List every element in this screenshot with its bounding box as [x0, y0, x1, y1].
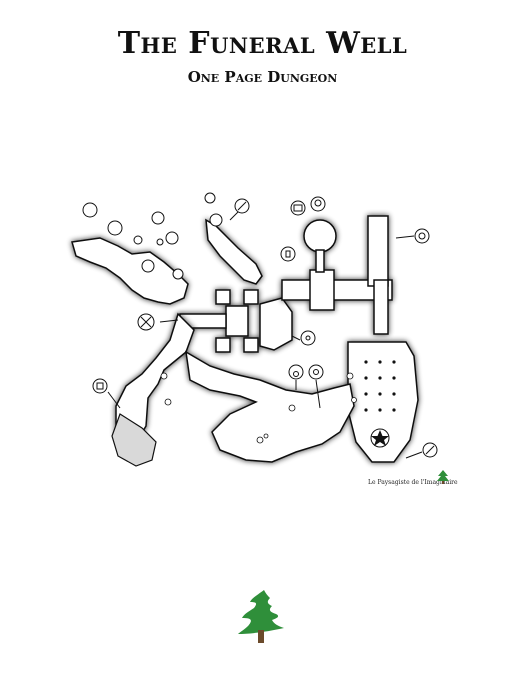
- page-title: The Funeral Well: [117, 26, 408, 61]
- bones-icon: [137, 313, 179, 331]
- credit-text: Le Paysagiste de l'Imaginaire: [368, 479, 458, 486]
- axe-icon: [229, 198, 250, 221]
- tree-logo-icon: [238, 590, 284, 643]
- shovel-icon: [405, 442, 438, 459]
- potion-icon: [288, 364, 304, 390]
- great-hall: [347, 341, 419, 463]
- treasure-chest-icon: [290, 200, 306, 216]
- moon-icon: [209, 213, 223, 227]
- water-pool: [111, 413, 157, 467]
- star-icon: [371, 430, 389, 446]
- skull-icon: [310, 196, 326, 212]
- page-subtitle: One Page Dungeon: [187, 68, 338, 86]
- eye-icon: [291, 330, 316, 346]
- pillars: [364, 360, 396, 412]
- boulders: [82, 192, 216, 280]
- wreath-icon: [395, 228, 430, 244]
- chapel-hall: [281, 215, 393, 335]
- markers: [92, 196, 438, 459]
- cavern-west: [71, 237, 189, 305]
- bell-icon: [92, 378, 121, 409]
- crypt-rooms: [179, 289, 293, 353]
- small-tree-icon: [437, 470, 449, 484]
- entrance-passage: [205, 218, 263, 285]
- dungeon-map: [71, 192, 438, 467]
- rubble: [160, 372, 357, 444]
- lantern-icon: [280, 246, 296, 262]
- hand-icon: [308, 364, 324, 409]
